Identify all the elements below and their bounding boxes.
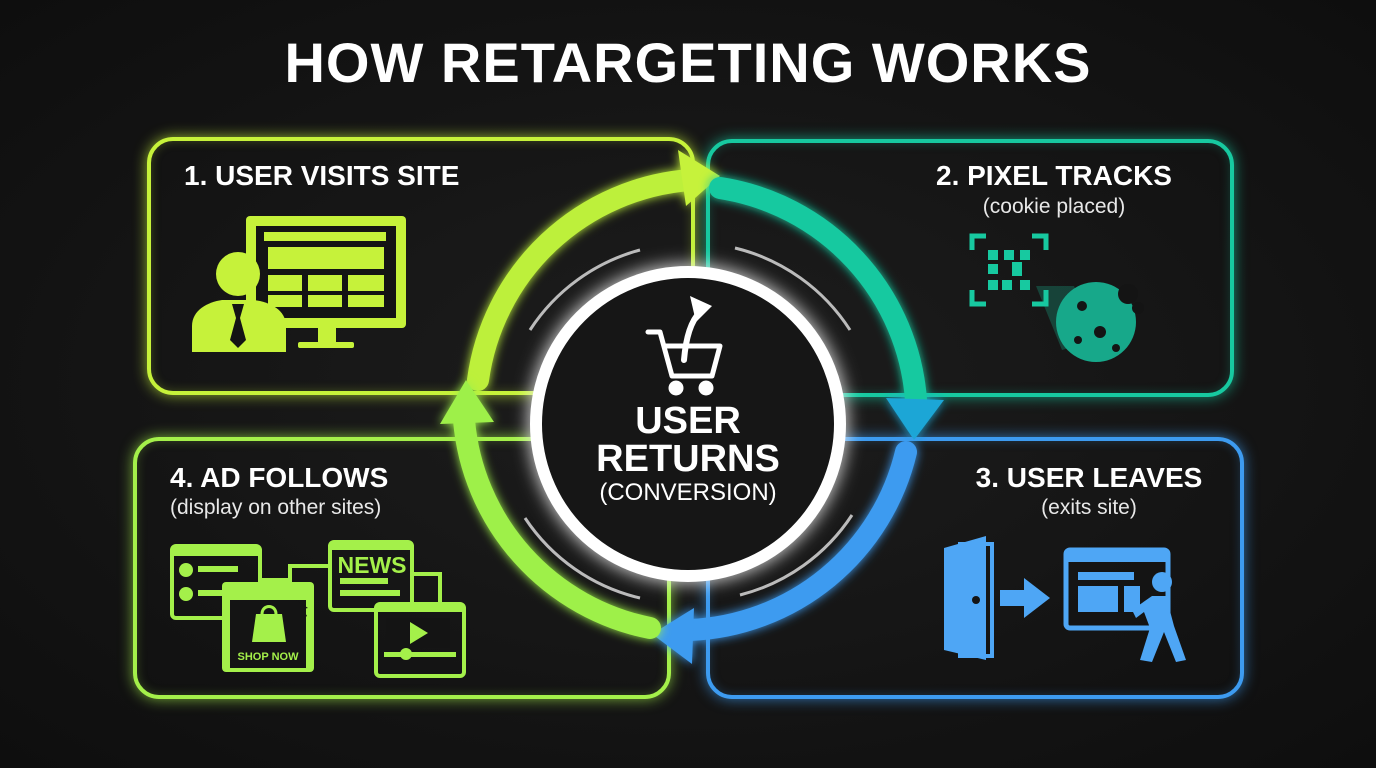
step-1-panel	[147, 137, 695, 395]
center-line-1: USER	[635, 400, 741, 442]
arrow-step2-to-step3	[652, 441, 917, 664]
step-4-subtitle: (display on other sites)	[170, 496, 382, 519]
arrow-step4-to-step1	[467, 150, 720, 391]
ad-windows-icon	[170, 540, 466, 678]
arrow-step1-to-step2	[709, 177, 944, 440]
step-2-subtitle: (cookie placed)	[982, 195, 1126, 218]
center-line-3: (CONVERSION)	[599, 479, 777, 506]
step-1-title: 1. USER VISITS SITE	[184, 160, 460, 191]
cart-up-arrow-icon	[645, 296, 723, 396]
step-2-title: 2. PIXEL TRACKS	[936, 160, 1172, 191]
page-title: HOW RETARGETING WORKS	[284, 31, 1092, 94]
arrow-step3-to-step4	[440, 380, 661, 639]
news-label: NEWS	[337, 552, 407, 578]
shop-now-label: SHOP NOW	[237, 651, 299, 663]
center-line-2: RETURNS	[596, 438, 780, 480]
scanner-cookie-icon	[969, 233, 1144, 362]
inner-arcs	[523, 246, 854, 600]
user-at-monitor-icon	[192, 216, 406, 352]
step-3-title: 3. USER LEAVES	[975, 462, 1203, 493]
center-ring	[530, 266, 846, 582]
step-3-subtitle: (exits site)	[1041, 496, 1137, 519]
step-4-title: 4. AD FOLLOWS	[170, 462, 389, 493]
door-exit-walking-icon	[944, 536, 1186, 662]
